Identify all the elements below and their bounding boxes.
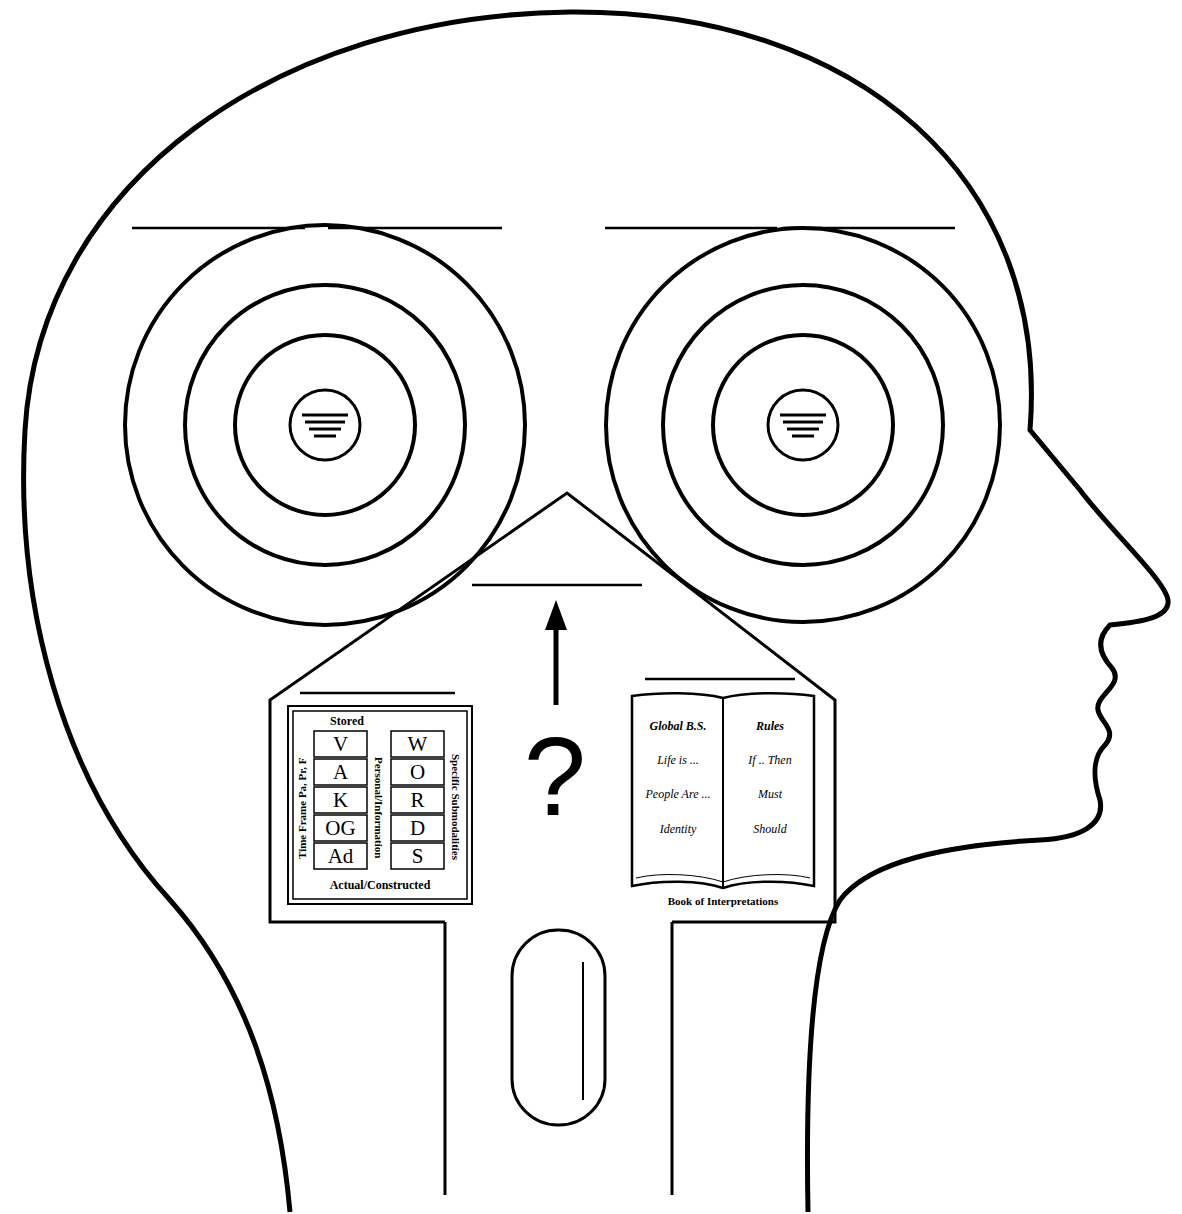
modality-box: Ad [313, 842, 368, 870]
box-border [314, 843, 367, 869]
node-text: If .. Then [726, 754, 814, 767]
modality-box: A [313, 758, 368, 786]
book-pages [632, 693, 814, 888]
box-border [391, 759, 444, 785]
box-border [314, 759, 367, 785]
stored-box: StoredTime Frame Pa, Pr, F Personal/Infor… [287, 705, 473, 905]
left-eye-symbol [302, 415, 348, 436]
node-text: Actual/Constructed [305, 879, 455, 892]
blank-lines [300, 585, 795, 693]
node-text: Book of Interpretations [620, 895, 826, 907]
box-border [391, 731, 444, 757]
right-eye-rings [606, 228, 1000, 622]
up-arrow [545, 600, 567, 705]
node-text: D [390, 814, 445, 842]
modality-box: R [390, 786, 445, 814]
node-text: K [313, 786, 368, 814]
node-text: ? [505, 721, 605, 833]
box-border [314, 815, 367, 841]
node-text: Stored [317, 715, 377, 728]
node-text: Life is ... [634, 754, 722, 767]
node-text: Specific Submodalities [449, 723, 463, 891]
node-text: People Are ... [634, 788, 722, 801]
house-line [270, 493, 835, 922]
pill-shape [512, 930, 605, 1125]
right-eye-symbol [780, 415, 826, 436]
modality-box: OG [313, 814, 368, 842]
box-border [314, 787, 367, 813]
node-text: S [390, 842, 445, 870]
modality-box: D [390, 814, 445, 842]
node-text: OG [313, 814, 368, 842]
page-edge [636, 875, 810, 882]
house-shape: ? StoredTime Frame Pa, Pr, F Personal/Info… [270, 493, 835, 922]
node-text: Ad [313, 842, 368, 870]
node-text: Should [726, 823, 814, 836]
node-text: Identity [634, 823, 722, 836]
modality-box: O [390, 758, 445, 786]
node-text: Rules [726, 720, 814, 733]
modality-box: W [390, 730, 445, 758]
node-text: Global B.S. [634, 720, 722, 733]
box-border [391, 843, 444, 869]
modality-box: K [313, 786, 368, 814]
outer-border [288, 706, 472, 904]
box-border [391, 787, 444, 813]
modality-box: V [313, 730, 368, 758]
book-of-interpretations: Global B.S. Life is ... People Are ... Iden… [630, 690, 816, 912]
node-text: W [390, 730, 445, 758]
neck-walls [445, 922, 672, 1195]
node-text: V [313, 730, 368, 758]
node-text: Personal/Information [372, 733, 386, 883]
node-text: O [390, 758, 445, 786]
node-text: R [390, 786, 445, 814]
head-outline [24, 12, 1168, 1212]
modality-box: S [390, 842, 445, 870]
node-text: A [313, 758, 368, 786]
node-text: Must [726, 788, 814, 801]
book-spine [722, 698, 724, 888]
box-border [314, 731, 367, 757]
node-text: Time Frame Pa, Pr, F [295, 733, 309, 883]
box-border [391, 815, 444, 841]
inner-border [293, 711, 467, 899]
